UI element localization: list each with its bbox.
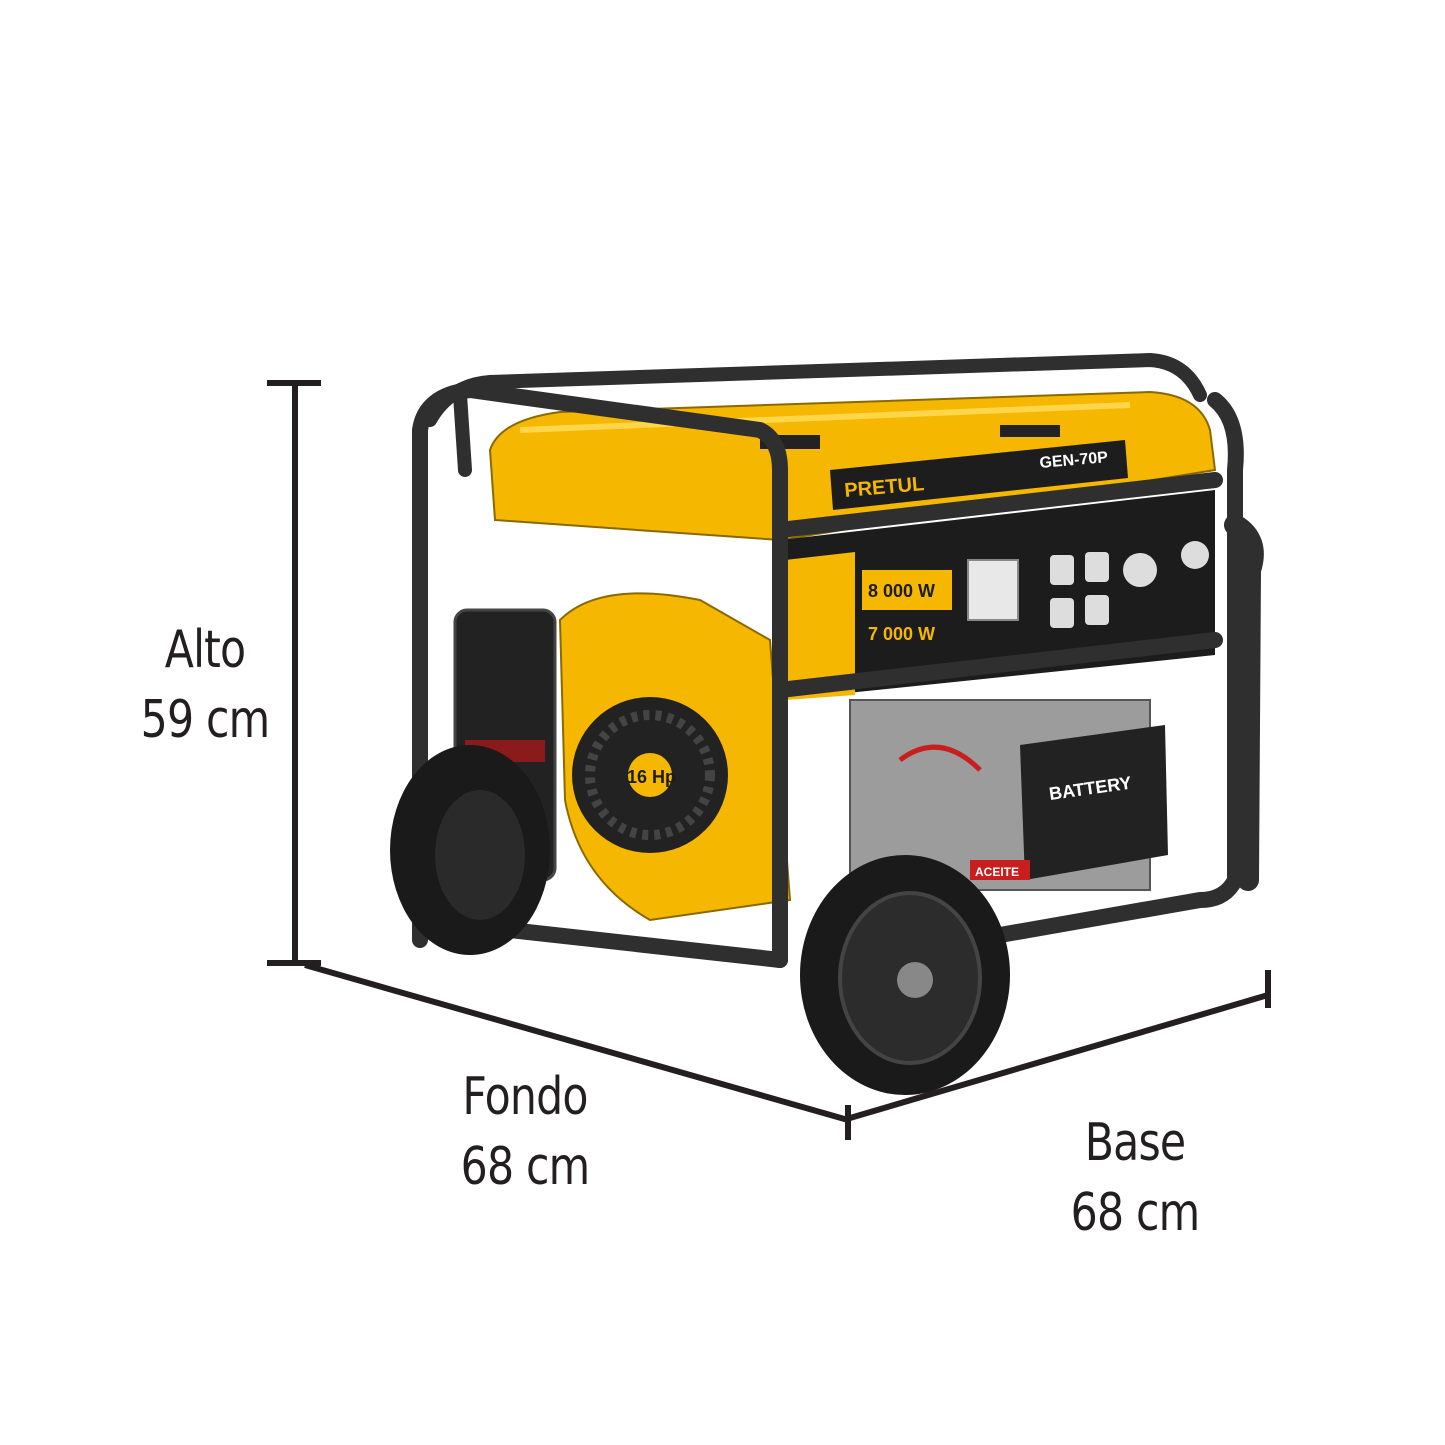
brand-plate: PRETUL GEN-70P	[830, 440, 1128, 510]
width-dimension-value: 68 cm	[1070, 1183, 1201, 1244]
depth-dimension-line	[304, 962, 851, 1140]
width-dimension-label: Base 68 cm	[1057, 1108, 1213, 1248]
width-dimension-line	[849, 970, 1271, 1121]
depth-dimension-label: Fondo 68 cm	[447, 1062, 603, 1202]
depth-dimension-name: Fondo	[462, 1067, 588, 1127]
frame-front	[412, 382, 1264, 968]
oil-label: ACEITE	[975, 865, 1019, 879]
outlets	[1050, 541, 1209, 628]
height-dimension-line	[267, 380, 321, 966]
width-dimension-name: Base	[1084, 1113, 1186, 1173]
engine-hp-label: 16 Hp	[627, 767, 676, 787]
height-dimension-name: Alto	[164, 620, 246, 680]
height-dimension-label: Alto 59 cm	[135, 615, 274, 755]
rear-wheel	[390, 745, 550, 955]
working-power-label: 7 000 W	[868, 624, 935, 644]
model-label: GEN-70P	[1039, 449, 1109, 472]
depth-dimension-value: 68 cm	[460, 1137, 591, 1198]
height-dimension-value: 59 cm	[140, 690, 271, 751]
max-power-label: 8 000 W	[868, 581, 935, 601]
battery: BATTERY ACEITE	[970, 725, 1168, 880]
engine: 16 Hp	[558, 592, 792, 922]
front-wheel	[800, 855, 1010, 1095]
